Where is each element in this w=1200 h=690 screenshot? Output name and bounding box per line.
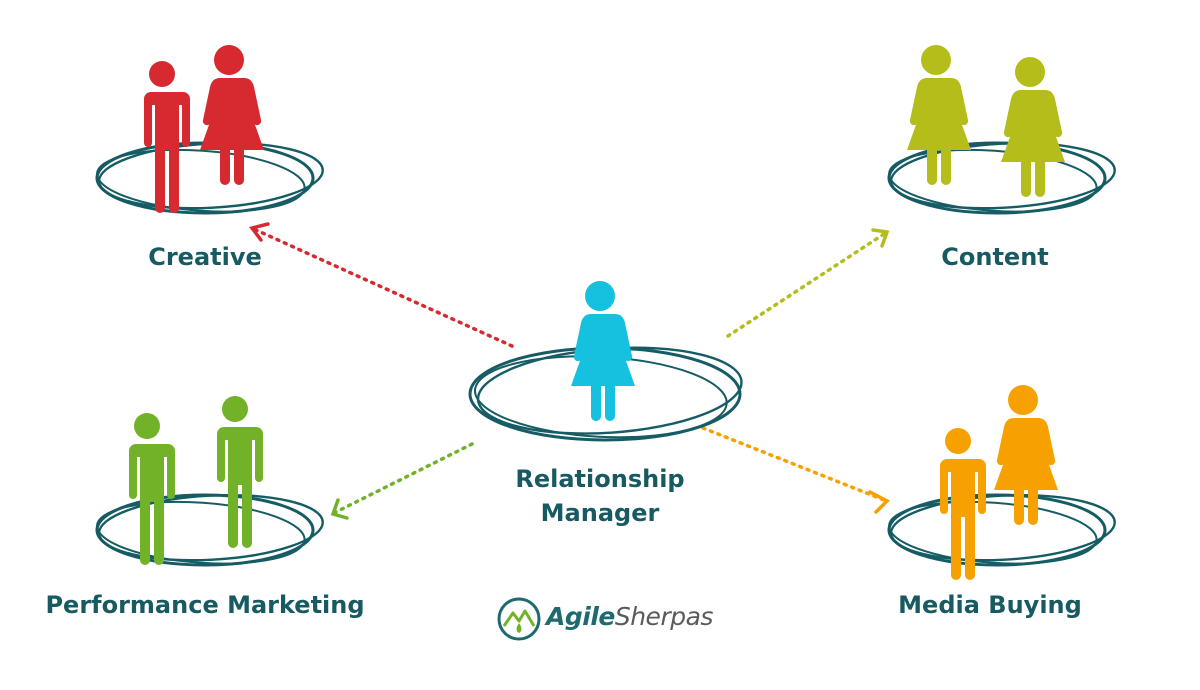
performance-ring [93,488,326,572]
logo-wordmark: AgileSherpas [546,602,713,631]
label-media-buying: Media Buying [898,591,1082,619]
arrow-to-content [726,228,890,338]
arrow-to-performance [330,442,474,520]
female-person-icon [1001,57,1065,197]
female-person-icon [200,45,264,185]
media-team-icons [937,385,1058,580]
mountain-logo-icon [497,597,541,641]
male-person-icon [126,413,175,565]
arrow-to-creative [249,222,514,348]
agilesherpas-logo: AgileSherpas [496,594,716,644]
logo-part-sherpas: Sherpas [614,602,714,631]
media-ring [885,488,1118,572]
label-performance-marketing: Performance Marketing [45,591,365,619]
content-team-icons [907,45,1065,197]
arrow-to-media [701,426,890,514]
label-rm-line1: Relationship [515,465,685,493]
male-person-icon [141,61,190,213]
performance-team-icons [126,396,263,565]
female-person-icon [907,45,971,185]
creative-team-icons [141,45,264,213]
label-rm-line2: Manager [540,499,660,527]
logo-part-agile: Agile [546,602,615,631]
label-creative: Creative [148,243,262,271]
relationship-manager-icon [571,281,635,421]
male-person-icon [214,396,263,548]
label-relationship-manager: Relationship Manager [470,462,730,530]
label-content: Content [941,243,1049,271]
